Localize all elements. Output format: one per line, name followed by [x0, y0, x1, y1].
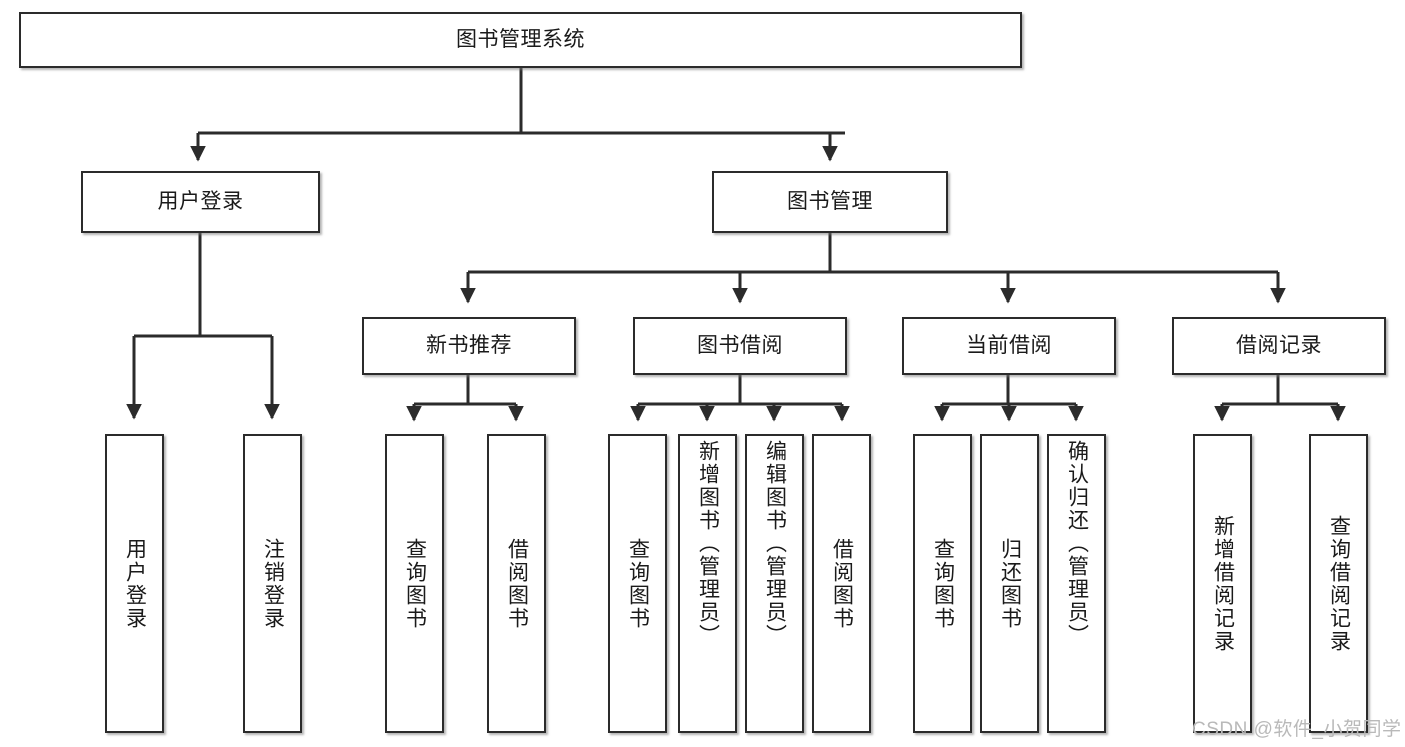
leaf-book-borrow-edit[interactable]: 编辑图书（管理员）: [745, 434, 804, 733]
node-new-book-recommend[interactable]: 新书推荐: [362, 317, 576, 375]
node-user-login[interactable]: 用户登录: [81, 171, 320, 233]
leaf-book-borrow-borrow[interactable]: 借阅图书: [812, 434, 871, 733]
leaf-borrow-records-add-label: 新增借阅记录: [1211, 514, 1235, 653]
leaf-current-borrow-confirm[interactable]: 确认归还（管理员）: [1047, 434, 1106, 733]
leaf-user-login-login[interactable]: 用户登录: [105, 434, 164, 733]
leaf-current-borrow-return-label: 归还图书: [998, 537, 1022, 630]
leaf-borrow-records-query-label: 查询借阅记录: [1327, 514, 1351, 653]
node-current-borrow[interactable]: 当前借阅: [902, 317, 1116, 375]
node-book-management[interactable]: 图书管理: [712, 171, 948, 233]
leaf-borrow-records-query[interactable]: 查询借阅记录: [1309, 434, 1368, 733]
leaf-current-borrow-confirm-label: 确认归还（管理员）: [1065, 440, 1089, 647]
leaf-new-book-borrow[interactable]: 借阅图书: [487, 434, 546, 733]
node-book-borrow-label: 图书借阅: [697, 333, 783, 357]
node-new-book-recommend-label: 新书推荐: [426, 333, 512, 357]
leaf-new-book-borrow-label: 借阅图书: [505, 537, 529, 630]
leaf-book-borrow-add-label: 新增图书（管理员）: [696, 440, 720, 647]
node-root-label: 图书管理系统: [456, 27, 585, 51]
leaf-book-borrow-edit-label: 编辑图书（管理员）: [763, 440, 787, 647]
node-current-borrow-label: 当前借阅: [966, 333, 1052, 357]
node-book-borrow[interactable]: 图书借阅: [633, 317, 847, 375]
leaf-user-login-login-label: 用户登录: [123, 537, 147, 630]
leaf-borrow-records-add[interactable]: 新增借阅记录: [1193, 434, 1252, 733]
node-user-login-label: 用户登录: [157, 189, 244, 213]
node-root-book-management-system[interactable]: 图书管理系统: [19, 12, 1022, 68]
node-book-management-label: 图书管理: [787, 189, 873, 213]
leaf-book-borrow-add[interactable]: 新增图书（管理员）: [678, 434, 737, 733]
leaf-book-borrow-borrow-label: 借阅图书: [830, 537, 854, 630]
node-borrow-records[interactable]: 借阅记录: [1172, 317, 1386, 375]
leaf-book-borrow-query-label: 查询图书: [626, 537, 650, 630]
leaf-book-borrow-query[interactable]: 查询图书: [608, 434, 667, 733]
leaf-current-borrow-query[interactable]: 查询图书: [913, 434, 972, 733]
leaf-user-login-logout-label: 注销登录: [261, 537, 285, 630]
leaf-new-book-query-label: 查询图书: [403, 537, 427, 630]
leaf-current-borrow-query-label: 查询图书: [931, 537, 955, 630]
leaf-new-book-query[interactable]: 查询图书: [385, 434, 444, 733]
leaf-current-borrow-return[interactable]: 归还图书: [980, 434, 1039, 733]
leaf-user-login-logout[interactable]: 注销登录: [243, 434, 302, 733]
node-borrow-records-label: 借阅记录: [1236, 333, 1322, 357]
